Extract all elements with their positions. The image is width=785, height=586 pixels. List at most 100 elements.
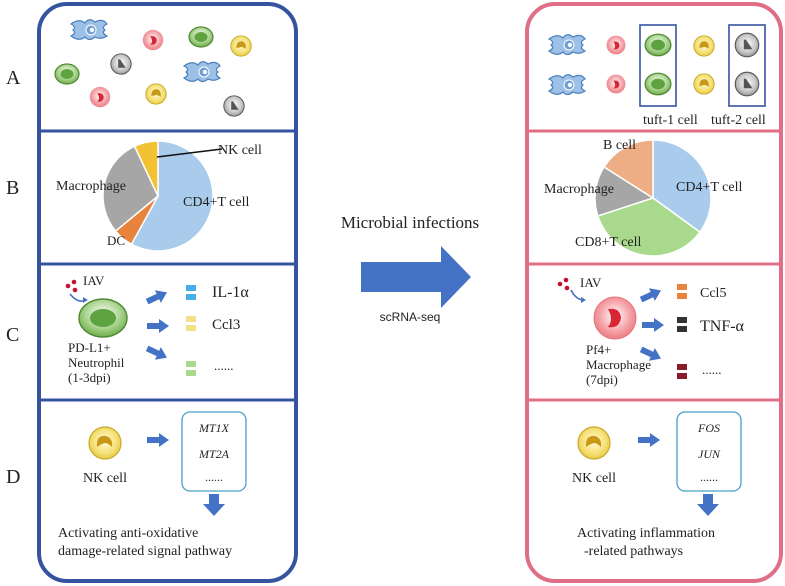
gene-box	[181, 411, 247, 492]
right-result-2: -related pathways	[584, 544, 683, 559]
neutrophil-icon	[78, 298, 128, 338]
pie-slice-cd4-t-cell	[652, 139, 712, 234]
gene-box	[676, 411, 742, 492]
gene-fos: FOS	[697, 421, 720, 435]
pie-label-cd4: CD4+T cell	[676, 180, 742, 195]
tnfa-marker	[677, 317, 687, 323]
gene-jun: JUN	[698, 447, 721, 461]
pie-slice-cd8-t-cell	[596, 197, 701, 257]
right-result-1: Activating inflammation	[577, 526, 715, 541]
pie-slice-nk-cell	[133, 140, 159, 197]
arrow-down-icon	[203, 494, 225, 516]
green-cell-icon	[188, 26, 214, 48]
pie-label-cd4: CD4+T cell	[183, 195, 249, 210]
neutrophil-label-1: PD-L1+	[68, 340, 111, 355]
tuft1-label: tuft-1 cell	[643, 113, 698, 128]
yellow-cell-icon	[230, 35, 252, 57]
arrow-down-icon	[144, 342, 170, 364]
center-big-arrow	[361, 246, 471, 308]
red-cell-icon	[142, 29, 164, 51]
neutrophil-label-2: Neutrophil	[68, 355, 125, 370]
dendritic-cell-icon	[183, 61, 221, 83]
left-panel-frame	[37, 2, 298, 583]
ccl5-marker	[677, 284, 687, 290]
gray-cell-icon	[110, 53, 132, 75]
pie-slice-b-cell	[602, 139, 654, 200]
output-more: ......	[214, 358, 234, 373]
nk-cell-label: NK cell	[572, 471, 616, 486]
ccl3-marker	[186, 316, 196, 322]
pie-label-cd8: CD8+T cell	[575, 235, 641, 250]
arrow-right-icon	[638, 433, 660, 447]
pie-label-macrophage: Macrophage	[56, 179, 126, 194]
neutrophil-label-3: (1-3dpi)	[68, 370, 111, 385]
yellow-cell-icon	[145, 83, 167, 105]
gray-cell-icon	[223, 95, 245, 117]
yellow-cell-icon	[693, 35, 715, 57]
nk-cell-label: NK cell	[83, 471, 127, 486]
pie-label-nk: NK cell	[218, 143, 262, 158]
tuft2-highlight-box	[728, 24, 766, 107]
pie-label-macrophage: Macrophage	[544, 182, 614, 197]
virus-icon	[557, 277, 586, 303]
macrophage-label-1: Pf4+	[586, 342, 611, 357]
pie-slice-cd4-t-cell	[130, 140, 214, 252]
gray-cell-icon	[734, 71, 760, 97]
ccl5-marker	[677, 293, 687, 299]
red-cell-icon	[606, 74, 626, 94]
row-label-a: A	[6, 67, 21, 89]
output-tnfa: TNF-α	[700, 318, 745, 335]
macrophage-label-3: (7dpi)	[586, 372, 618, 387]
arrow-right-icon	[147, 433, 169, 447]
row-label-c: C	[6, 324, 19, 346]
row-label-d: D	[6, 466, 20, 488]
gray-cell-icon	[734, 32, 760, 58]
macrophage-icon	[593, 296, 637, 340]
other-marker	[677, 373, 687, 379]
gene-more: ......	[205, 470, 223, 484]
gene-mt2a: MT2A	[198, 447, 230, 461]
nk-cell-icon	[577, 426, 611, 460]
dendritic-cell-icon	[70, 19, 108, 41]
right-a-cells	[548, 32, 760, 97]
pie-label-bcell: B cell	[603, 138, 636, 153]
gene-more: ......	[700, 470, 718, 484]
il1a-marker	[186, 294, 196, 300]
other-marker	[186, 370, 196, 376]
arrow-right-icon	[642, 318, 664, 332]
green-cell-icon	[644, 33, 672, 57]
arrow-right-icon	[147, 319, 169, 333]
center-method: scRNA-seq	[380, 310, 441, 324]
yellow-cell-icon	[693, 73, 715, 95]
green-cell-icon	[54, 63, 80, 85]
row-label-b: B	[6, 177, 19, 199]
gene-mt1x: MT1X	[198, 421, 230, 435]
arrow-up-icon	[638, 284, 664, 306]
dendritic-cell-icon	[548, 74, 586, 96]
tnfa-marker	[677, 326, 687, 332]
virus-label: IAV	[83, 273, 105, 288]
red-cell-icon	[89, 86, 111, 108]
left-a-cells	[54, 19, 252, 117]
tuft1-highlight-box	[639, 24, 677, 107]
virus-icon	[65, 279, 88, 303]
left-result-1: Activating anti-oxidative	[58, 526, 198, 541]
il1a-marker	[186, 285, 196, 291]
right-panel-frame	[525, 2, 783, 583]
pie-slice-macrophage	[594, 165, 655, 217]
ccl3-marker	[186, 325, 196, 331]
output-more: ......	[702, 362, 722, 377]
output-il1a: IL-1α	[212, 284, 249, 301]
virus-label: IAV	[580, 275, 602, 290]
left-pie-chart	[102, 140, 214, 252]
arrow-down-icon	[697, 494, 719, 516]
tuft2-label: tuft-2 cell	[711, 113, 766, 128]
dendritic-cell-icon	[548, 34, 586, 56]
green-cell-icon	[644, 72, 672, 96]
nk-cell-icon	[88, 426, 122, 460]
left-result-2: damage-related signal pathway	[58, 544, 232, 559]
output-ccl5: Ccl5	[700, 286, 726, 301]
pie-label-dc: DC	[107, 233, 125, 248]
red-cell-icon	[606, 35, 626, 55]
output-ccl3: Ccl3	[212, 317, 240, 333]
